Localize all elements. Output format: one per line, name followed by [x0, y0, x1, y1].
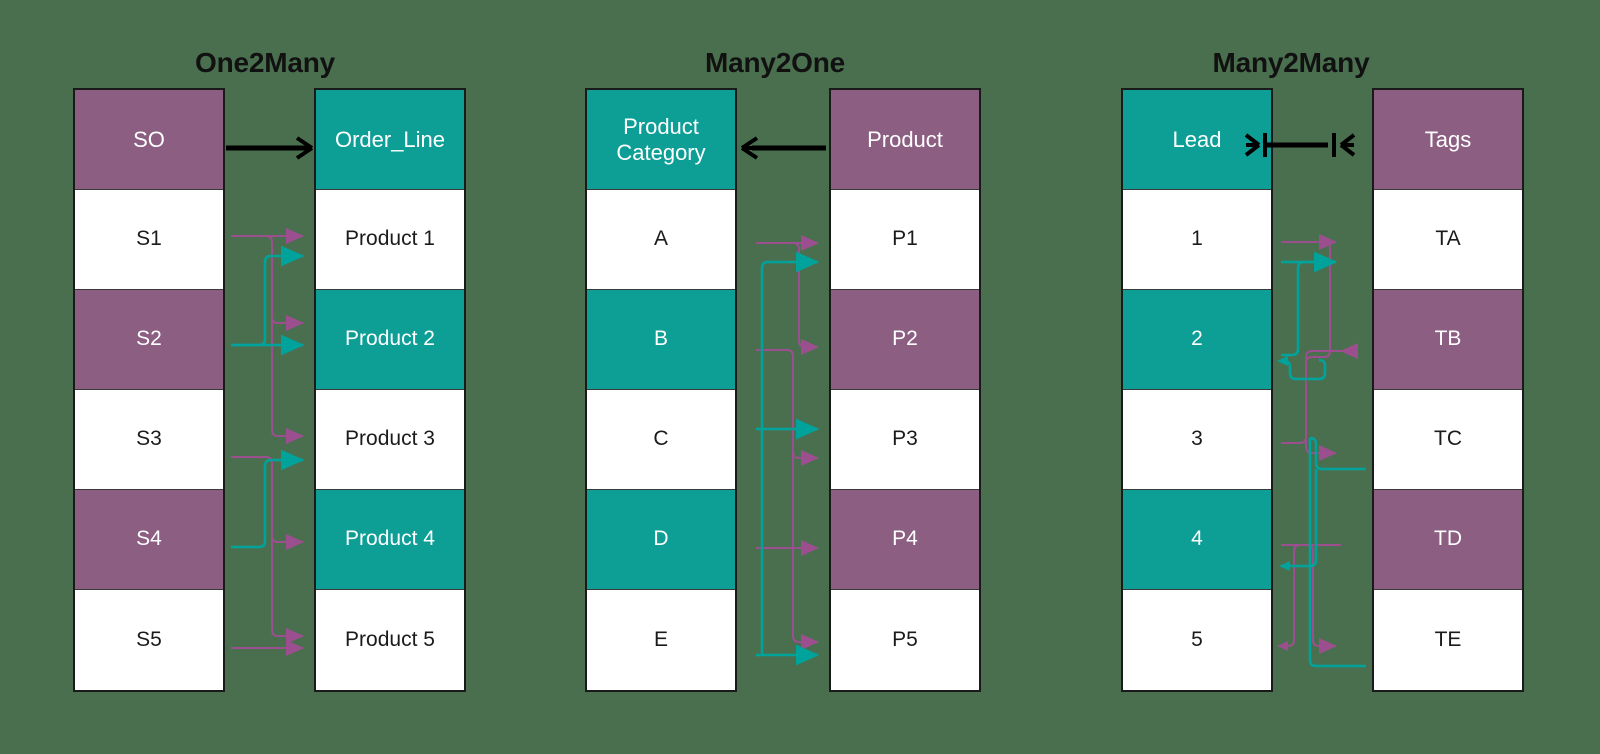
- table-row[interactable]: D: [587, 490, 735, 590]
- table-header-lead: Lead: [1123, 90, 1271, 190]
- table-product: Product P1 P2 P3 P4 P5: [829, 88, 981, 692]
- table-row[interactable]: 5: [1123, 590, 1271, 690]
- panel-title-many2one: Many2One: [705, 47, 845, 78]
- table-row[interactable]: S1: [75, 190, 223, 290]
- panel-many2one: Many2One Product Category A B C D E Prod…: [510, 0, 1040, 754]
- table-row[interactable]: P3: [831, 390, 979, 490]
- table-row[interactable]: TD: [1374, 490, 1522, 590]
- table-row[interactable]: A: [587, 190, 735, 290]
- table-row[interactable]: TB: [1374, 290, 1522, 390]
- panel-title-many2many: Many2Many: [1212, 47, 1370, 78]
- table-header-order-line: Order_Line: [316, 90, 464, 190]
- table-row[interactable]: Product 2: [316, 290, 464, 390]
- table-header-so: SO: [75, 90, 223, 190]
- table-row[interactable]: E: [587, 590, 735, 690]
- table-row[interactable]: C: [587, 390, 735, 490]
- table-row[interactable]: Product 3: [316, 390, 464, 490]
- table-row[interactable]: S5: [75, 590, 223, 690]
- table-row[interactable]: P5: [831, 590, 979, 690]
- table-row[interactable]: S4: [75, 490, 223, 590]
- table-row[interactable]: P4: [831, 490, 979, 590]
- table-row[interactable]: 4: [1123, 490, 1271, 590]
- table-row[interactable]: P2: [831, 290, 979, 390]
- panel-title-one2many: One2Many: [195, 47, 335, 78]
- table-row[interactable]: 1: [1123, 190, 1271, 290]
- table-tags: Tags TA TB TC TD TE: [1372, 88, 1524, 692]
- table-header-product: Product: [831, 90, 979, 190]
- table-row[interactable]: P1: [831, 190, 979, 290]
- table-header-tags: Tags: [1374, 90, 1522, 190]
- panel-many2many: Many2Many Lead 1 2 3 4 5 Tags TA TB TC T…: [1021, 0, 1561, 754]
- panel-one2many: One2Many SO S1 S2 S3 S4 S5 Order_Line Pr…: [0, 0, 530, 754]
- table-row[interactable]: B: [587, 290, 735, 390]
- table-row[interactable]: TA: [1374, 190, 1522, 290]
- table-row[interactable]: Product 5: [316, 590, 464, 690]
- table-header-product-category: Product Category: [587, 90, 735, 190]
- table-order-line: Order_Line Product 1 Product 2 Product 3…: [314, 88, 466, 692]
- table-product-category: Product Category A B C D E: [585, 88, 737, 692]
- table-row[interactable]: 3: [1123, 390, 1271, 490]
- table-row[interactable]: S2: [75, 290, 223, 390]
- table-row[interactable]: TC: [1374, 390, 1522, 490]
- table-row[interactable]: S3: [75, 390, 223, 490]
- table-row[interactable]: TE: [1374, 590, 1522, 690]
- table-row[interactable]: 2: [1123, 290, 1271, 390]
- table-row[interactable]: Product 4: [316, 490, 464, 590]
- table-lead: Lead 1 2 3 4 5: [1121, 88, 1273, 692]
- table-so: SO S1 S2 S3 S4 S5: [73, 88, 225, 692]
- table-row[interactable]: Product 1: [316, 190, 464, 290]
